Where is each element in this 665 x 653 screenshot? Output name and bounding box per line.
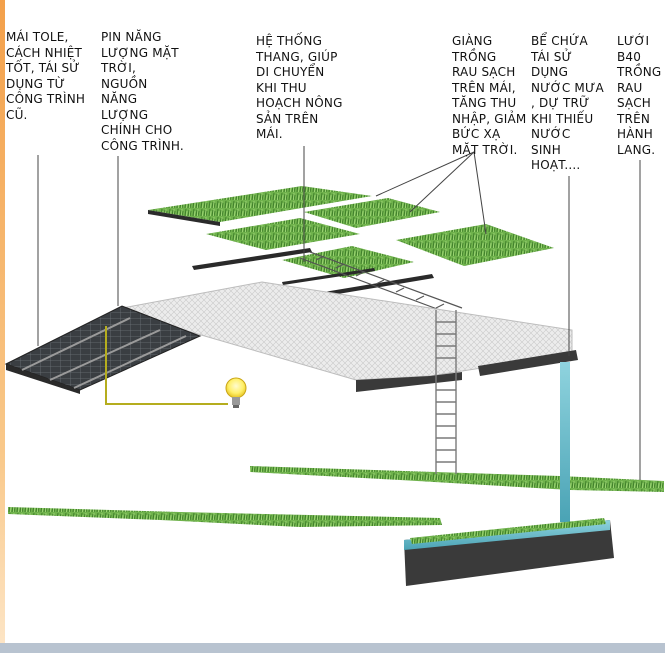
upper-ladder [299, 251, 463, 317]
label-roof-tole: MÁI TOLE, CÁCH NHIỆT TỐT, TÁI SỬ DỤNG TỪ… [6, 30, 86, 122]
light-bulb-icon [225, 377, 247, 408]
roof-deck [121, 281, 578, 392]
label-b40-net: LƯỚI B40 TRỒNG RAU SẠCH TRÊN HÀNH LANG. [617, 34, 662, 157]
label-solar-panel: PIN NĂNG LƯỢNG MẶT TRỜI, NGUỒN NĂNG LƯỢN… [101, 30, 184, 153]
leader-lines [37, 146, 641, 480]
label-ladder-system: HỆ THỐNG THANG, GIÚP DI CHUYỂN KHI THU H… [256, 34, 343, 141]
bottom-bar [0, 643, 665, 653]
solar-wire [105, 326, 228, 405]
vertical-ladder [435, 310, 457, 474]
left-accent-bar [0, 0, 5, 653]
label-water-tank: BỂ CHỨA TÁI SỬ DỤNG NƯỚC MƯA , DỰ TRỮ KH… [531, 34, 604, 172]
rainwater-tank [404, 362, 614, 586]
rooftop-planter-beds [148, 186, 554, 300]
label-planter-beds: GIÀNG TRỒNG RAU SẠCH TRÊN MÁI, TĂNG THU … [452, 34, 527, 157]
